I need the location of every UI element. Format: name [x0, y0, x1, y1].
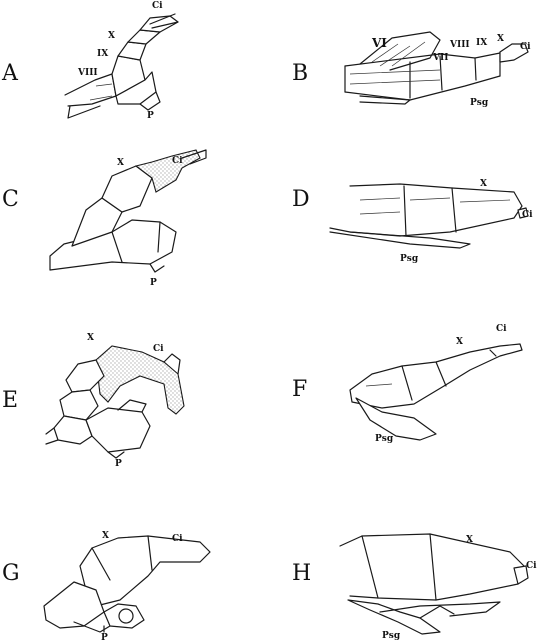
panel-letter-f: F — [292, 377, 307, 402]
panel-g: G X Ci P — [2, 531, 211, 643]
panel-letter-d: D — [292, 187, 310, 212]
label-segment-ix: IX — [97, 49, 108, 59]
panel-h: H X Ci Psg — [292, 533, 537, 641]
label-psg: Psg — [400, 254, 419, 264]
panel-g-drawing — [43, 535, 211, 633]
label-ci: Ci — [520, 42, 531, 52]
panel-h-drawing — [339, 533, 529, 635]
label-ci: Ci — [172, 534, 183, 544]
label-ci: Ci — [153, 344, 164, 354]
label-ci: Ci — [522, 210, 533, 220]
panel-a-drawing — [64, 13, 179, 119]
label-p: P — [101, 633, 108, 643]
label-ci: Ci — [172, 156, 183, 166]
panel-e: E X Ci P — [2, 333, 185, 469]
label-segment-x: X — [117, 158, 124, 168]
panel-letter-b: B — [292, 61, 308, 86]
label-psg: Psg — [375, 434, 394, 444]
panel-letter-g: G — [2, 561, 20, 586]
label-p: P — [115, 459, 122, 469]
panel-c: C X Ci P — [2, 149, 207, 288]
panel-c-drawing — [49, 149, 207, 273]
panel-f-drawing — [349, 343, 523, 441]
label-segment-viii: VIII — [449, 40, 470, 50]
label-segment-ix: IX — [476, 38, 487, 48]
label-p: P — [147, 111, 154, 121]
label-ci: Ci — [526, 561, 537, 571]
panel-b: B VI VII VIII IX X Ci Psg — [292, 31, 531, 108]
panel-f: F X Ci Psg — [292, 324, 523, 444]
panel-d: D X Ci Psg — [292, 179, 533, 264]
label-segment-x: X — [87, 333, 94, 343]
panel-letter-h: H — [292, 561, 311, 586]
label-segment-viii: VIII — [77, 68, 98, 78]
label-segment-x: X — [466, 535, 473, 545]
label-psg: Psg — [382, 631, 401, 641]
panel-d-drawing — [329, 183, 529, 249]
label-segment-vi: VI — [371, 36, 387, 50]
label-segment-x: X — [456, 337, 463, 347]
panel-letter-a: A — [1, 61, 19, 86]
label-psg: Psg — [470, 98, 489, 108]
label-segment-x: X — [102, 531, 109, 541]
panel-a: A Ci X IX VIII P — [1, 1, 179, 121]
label-segment-x: X — [480, 179, 487, 189]
panel-e-drawing — [45, 345, 185, 459]
label-p: P — [150, 278, 157, 288]
label-ci: Ci — [152, 1, 163, 11]
panel-letter-c: C — [2, 187, 19, 212]
label-segment-x: X — [497, 34, 504, 44]
label-ci: Ci — [496, 324, 507, 334]
panel-letter-e: E — [2, 388, 18, 413]
label-segment-x: X — [108, 31, 115, 41]
label-segment-vii: VII — [432, 53, 448, 63]
panel-b-drawing — [344, 31, 529, 105]
